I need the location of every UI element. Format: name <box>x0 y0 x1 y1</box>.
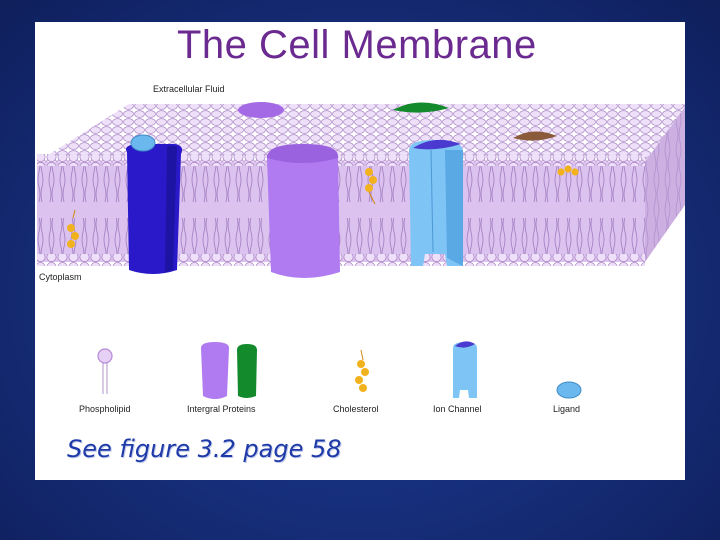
legend-label-phospholipid: Phospholipid <box>79 404 131 414</box>
legend-cholesterol-icon <box>355 350 369 392</box>
cytoplasm-label: Cytoplasm <box>39 272 82 282</box>
ion-channel <box>409 140 463 266</box>
legend-ion-channel-icon <box>453 341 477 398</box>
legend-label-ligand: Ligand <box>553 404 580 414</box>
legend-label-integral-proteins: Intergral Proteins <box>187 404 256 414</box>
legend-ligand-icon <box>557 382 581 398</box>
legend-label-cholesterol: Cholesterol <box>333 404 379 414</box>
slide-panel: The Cell Membrane <box>35 22 685 480</box>
extracellular-fluid-label: Extracellular Fluid <box>153 84 225 94</box>
blue-integral-protein <box>126 144 182 274</box>
legend-integral-proteins-icon <box>201 342 257 399</box>
ligand-on-protein <box>131 135 155 151</box>
legend-label-ion-channel: Ion Channel <box>433 404 482 414</box>
legend-phospholipid-icon <box>98 349 112 394</box>
figure-reference-caption: See figure 3.2 page 58 <box>67 435 342 463</box>
